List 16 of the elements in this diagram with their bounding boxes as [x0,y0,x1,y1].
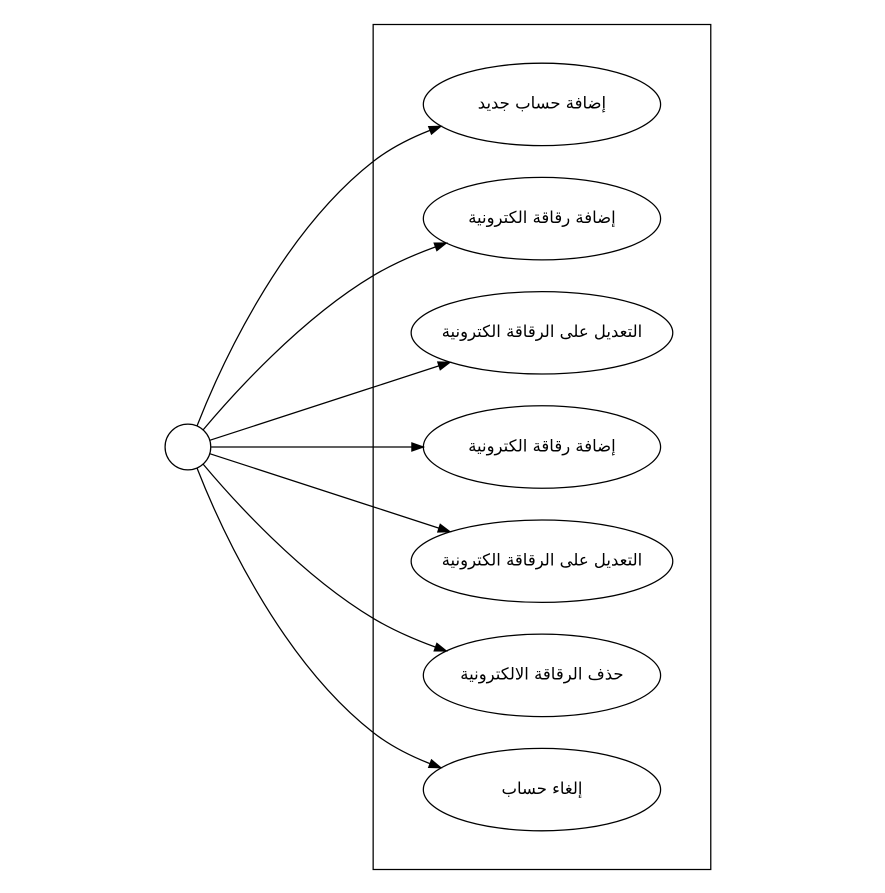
arrow [209,452,452,532]
node-ellipse: إضافة رقاقة الكترونية [422,176,661,260]
node-ellipse: التعديل على الرقاقة الكترونية [410,518,673,603]
node-ellipse: حذف الرقاقة الالكترونية [422,633,661,717]
arrow [196,467,442,768]
cluster [372,23,711,870]
arrow [210,442,425,452]
arrow [202,463,448,652]
arrow [202,242,448,430]
node-ellipse: إضافة رقاقة الكترونية [422,404,661,488]
node-ellipse: إلغاء حساب [422,747,661,831]
node-person [164,423,211,470]
node-ellipse: التعديل على الرقاقة الكترونية [410,290,673,374]
arrow [196,125,442,426]
arrow [209,360,452,440]
node-ellipse: إضافة حساب جديد [422,62,661,146]
